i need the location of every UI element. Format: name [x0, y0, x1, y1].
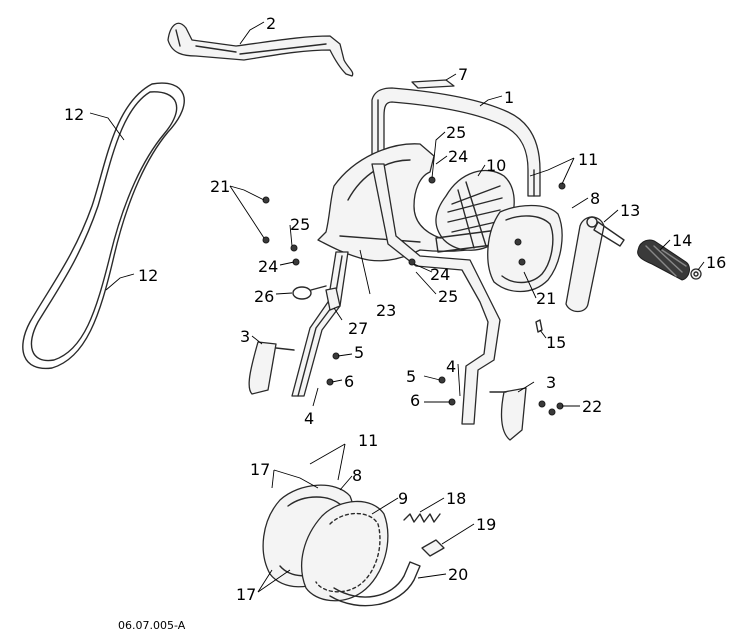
gear-ring [300, 500, 389, 602]
leader-lines [89, 21, 705, 593]
handle-grip [637, 239, 690, 281]
callout-22: 22 [582, 397, 602, 416]
callout-11b: 11 [358, 431, 378, 450]
callout-10: 10 [486, 156, 506, 175]
spring [403, 513, 441, 523]
left-handle-leg [291, 251, 349, 397]
callout-16: 16 [706, 253, 726, 272]
callout-4b: 4 [446, 357, 456, 376]
mounting-bracket [325, 287, 341, 311]
callout-13: 13 [620, 201, 640, 220]
callout-3b: 3 [546, 373, 556, 392]
pulley-cover-upper [487, 204, 563, 293]
callout-7: 7 [458, 65, 468, 84]
callout-1: 1 [504, 88, 514, 107]
callout-8b: 8 [352, 466, 362, 485]
hook-link [421, 539, 445, 557]
handle-tab [411, 79, 455, 89]
callout-24b: 24 [258, 257, 278, 276]
callout-17a: 17 [250, 460, 270, 479]
callout-20: 20 [448, 565, 468, 584]
upper-handle-bar [167, 22, 354, 77]
callout-26: 26 [254, 287, 274, 306]
callout-2: 2 [266, 14, 276, 33]
callout-14: 14 [672, 231, 692, 250]
callout-17b: 17 [236, 585, 256, 604]
callout-5a: 5 [354, 343, 364, 362]
callout-4a: 4 [304, 409, 314, 428]
washer [690, 268, 702, 280]
callout-21a: 21 [210, 177, 230, 196]
callout-15: 15 [546, 333, 566, 352]
callout-24a: 24 [448, 147, 468, 166]
callout-24c: 24 [430, 265, 450, 284]
control-lever-left [248, 341, 295, 395]
callout-8a: 8 [590, 189, 600, 208]
callout-3a: 3 [240, 327, 250, 346]
callout-6b: 6 [410, 391, 420, 410]
callout-12b: 12 [138, 266, 158, 285]
callout-12a: 12 [64, 105, 84, 124]
callout-25b: 25 [290, 215, 310, 234]
callout-25c: 25 [438, 287, 458, 306]
callout-25a: 25 [446, 123, 466, 142]
callout-18: 18 [446, 489, 466, 508]
callout-27: 27 [348, 319, 368, 338]
right-handle-leg [371, 163, 501, 425]
drive-belt [22, 82, 185, 370]
drawing-code: 06.07.005-A [118, 619, 186, 629]
pin [535, 319, 543, 333]
fastener-set [538, 400, 564, 416]
callout-9: 9 [398, 489, 408, 508]
control-lever-right [489, 387, 527, 441]
strap [329, 561, 421, 607]
callout-23: 23 [376, 301, 396, 320]
callout-11a: 11 [578, 150, 598, 169]
callout-19: 19 [476, 515, 496, 534]
callout-6a: 6 [344, 372, 354, 391]
callout-21b: 21 [536, 289, 556, 308]
callout-5b: 5 [406, 367, 416, 386]
callout-labels: 2 1 7 12 12 25 24 10 11 8 13 14 16 21 25… [64, 14, 726, 604]
pivot-arm [565, 216, 625, 313]
retaining-clip [292, 285, 327, 300]
